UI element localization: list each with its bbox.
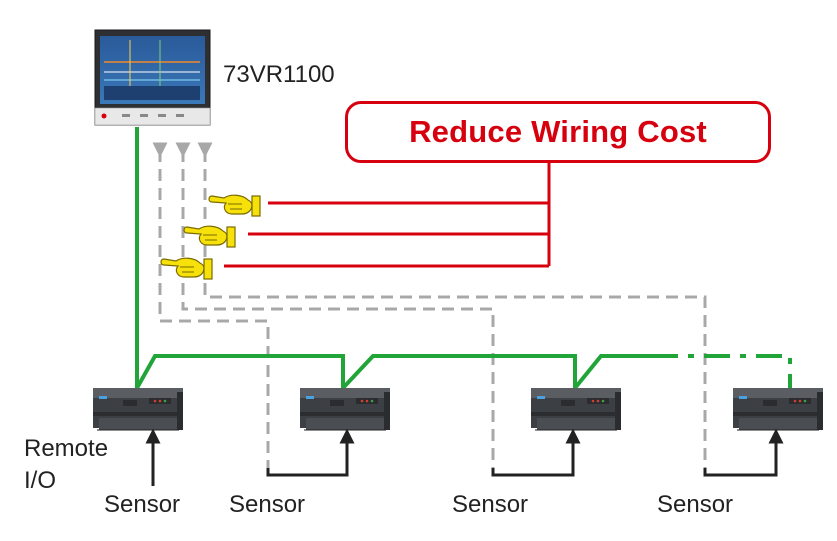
network-lines [135, 127, 792, 390]
recorder-model-label: 73VR1100 [223, 61, 335, 88]
sensor-label: Sensor [452, 491, 529, 518]
recorder-device [94, 29, 211, 126]
sensor-label: Sensor [104, 491, 181, 518]
callout-box: Reduce Wiring Cost [345, 101, 771, 163]
legacy-wiring-lines [152, 142, 707, 468]
remote-io-label-line2: I/O [24, 467, 57, 494]
wiring-lines [224, 163, 551, 268]
remote-io-units [92, 387, 824, 431]
sensor-arrows [145, 428, 784, 486]
callout-text: Reduce Wiring Cost [409, 114, 707, 149]
sensor-label: Sensor [229, 491, 306, 518]
remote-io-label-line1: Remote [24, 435, 109, 462]
sensor-label: Sensor [657, 491, 734, 518]
